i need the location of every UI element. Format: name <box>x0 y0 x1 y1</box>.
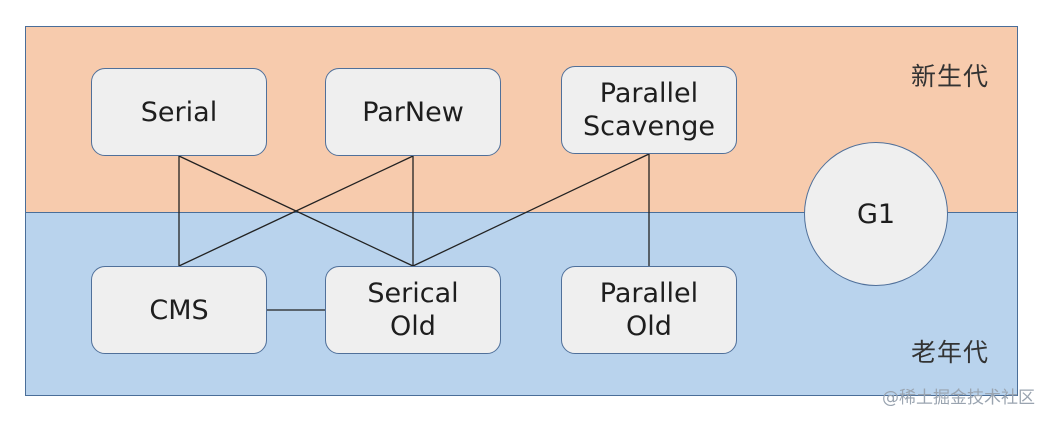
serial-old-collector-node: Serical Old <box>325 266 501 354</box>
parallel-scavenge-collector-node: Parallel Scavenge <box>561 66 737 154</box>
cms-collector-node: CMS <box>91 266 267 354</box>
watermark: @稀土掘金技术社区 <box>882 388 1035 408</box>
old-generation-label: 老年代 <box>910 338 989 367</box>
g1-collector-node: G1 <box>804 142 948 286</box>
parallel-old-collector-node: Parallel Old <box>561 266 737 354</box>
young-generation-label: 新生代 <box>910 62 989 91</box>
serial-collector-node: Serial <box>91 68 267 156</box>
parnew-collector-node: ParNew <box>325 68 501 156</box>
